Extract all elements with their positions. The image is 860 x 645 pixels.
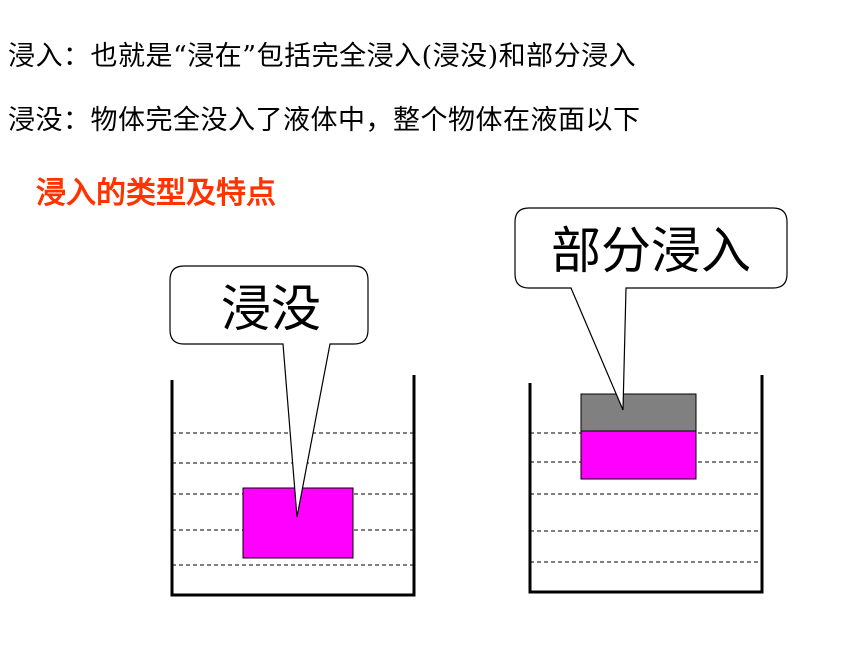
section-heading: 浸入的类型及特点 xyxy=(36,176,276,211)
right-callout-label: 部分浸入 xyxy=(551,222,751,280)
right-callout-bubble xyxy=(514,207,788,411)
left-callout-label: 浸没 xyxy=(221,280,321,338)
right-container xyxy=(528,375,764,594)
immersed-block-part xyxy=(580,430,697,480)
partial-immersion-diagram: 部分浸入 xyxy=(514,207,788,594)
definition-immersion: 浸入：也就是“浸在”包括完全浸入(浸没)和部分浸入 xyxy=(8,41,637,72)
full-submersion-diagram: 浸没 xyxy=(169,265,416,597)
definition-submersion: 浸没：物体完全没入了液体中，整个物体在液面以下 xyxy=(8,105,641,136)
exposed-block-part xyxy=(580,393,697,432)
left-callout-bubble xyxy=(169,265,369,518)
left-container xyxy=(170,375,416,597)
